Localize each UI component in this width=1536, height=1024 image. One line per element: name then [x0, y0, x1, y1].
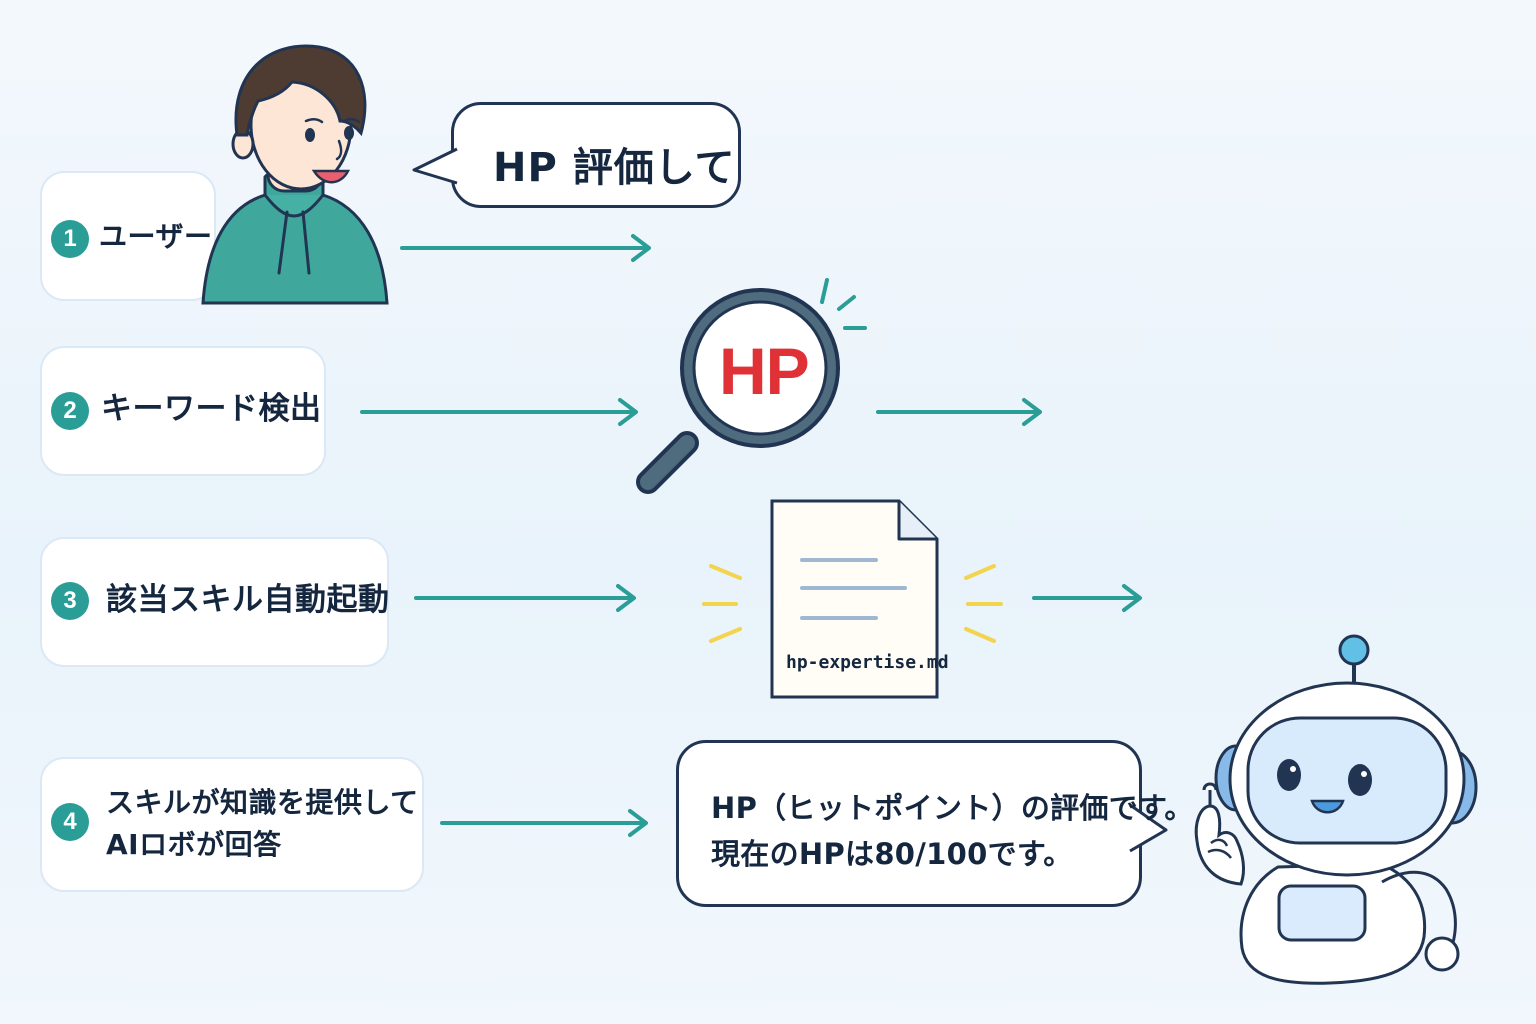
- step-label-4-line-2: AIロボが回答: [106, 828, 282, 861]
- arrow-user-to-search: [400, 234, 651, 262]
- step-number-badge-3: 3: [51, 582, 89, 620]
- user-speech-bubble: [451, 102, 741, 208]
- robot-answer-line-1: HP（ヒットポイント）の評価です。: [711, 791, 1194, 825]
- step-card-4: [40, 757, 424, 892]
- skill-file-name: hp-expertise.md: [786, 652, 949, 673]
- user-speech-tail: [412, 147, 458, 185]
- user-request-text: HP 評価して: [493, 145, 736, 191]
- magnifying-glass-icon: [636, 278, 867, 494]
- arrow-answer-to-robot-bubble: [440, 809, 648, 837]
- user-avatar-icon: [201, 44, 389, 305]
- robot-speech-bubble: [676, 740, 1142, 907]
- robot-icon: [1194, 634, 1478, 985]
- arrow-skill-to-file: [414, 584, 636, 612]
- step-label-3: 該当スキル自動起動: [106, 582, 390, 618]
- step-label-4-line-1: スキルが知識を提供して: [106, 786, 419, 819]
- step-label-2: キーワード検出: [101, 391, 322, 427]
- step-card-3: [40, 537, 389, 667]
- arrow-keyword-to-search: [360, 398, 638, 426]
- step-card-2: [40, 346, 326, 476]
- document-icon: [702, 499, 1003, 699]
- robot-answer-line-2: 現在のHPは80/100です。: [711, 837, 1073, 871]
- step-label-1: ユーザー: [99, 220, 213, 253]
- step-number-badge-1: 1: [51, 220, 89, 258]
- detected-keyword-label: HP: [719, 334, 810, 408]
- step-number-badge-2: 2: [51, 392, 89, 430]
- step-number-badge-4: 4: [51, 803, 89, 841]
- robot-speech-tail: [1129, 803, 1168, 853]
- arrow-search-to-file: [876, 398, 1042, 426]
- arrow-file-to-robot: [1032, 584, 1142, 612]
